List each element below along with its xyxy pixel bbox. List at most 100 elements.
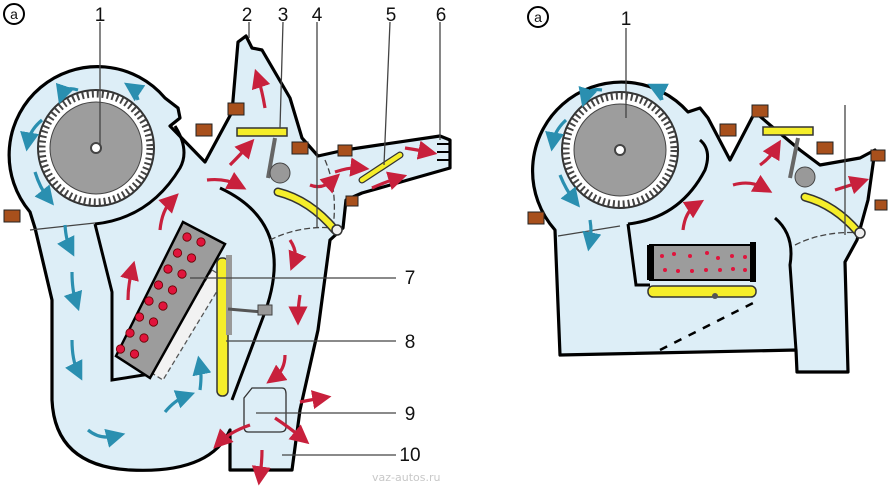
warm-air-arrow [759,139,781,167]
seal [816,141,834,155]
label-10: 10 [399,445,420,466]
cold-air-arrow [647,83,669,101]
warm-air-arrow [299,390,332,410]
warm-air-arrow [158,193,179,231]
cold-air-arrow [63,271,83,312]
flap-lever [266,137,277,179]
airflow-arrows [20,68,438,486]
label-1: 1 [621,9,632,30]
cold-air-arrow [57,224,75,257]
label-6: 6 [436,5,447,26]
label-7: 7 [405,268,416,289]
label-1: 1 [95,5,106,26]
warm-air-arrow [681,199,705,231]
heater-tube-dot [705,251,709,255]
defrost-flap [236,127,288,137]
seal [337,144,353,157]
cold-air-arrow [163,390,196,414]
heater-tube-dot [177,269,187,279]
heater-tube-dot [743,268,747,272]
heater-tube-dot [731,267,735,271]
fan-hub [90,142,102,154]
warm-air-arrow [206,171,247,190]
part-numbers: 1 2 3 4 5 6 7 8 9 10 [95,5,447,466]
flap-linkage [227,307,263,314]
seal [870,149,886,162]
chamber-wall [626,223,650,287]
flap-shaft [226,255,232,335]
flap-lever [788,137,800,179]
cold-air-arrow [192,355,212,391]
filter-line [29,222,96,231]
fan-hub [614,144,626,156]
airflow-arrows [545,83,870,252]
heater-tube-dot [660,254,664,258]
cold-air-arrow [558,174,580,208]
label-8: 8 [405,332,416,353]
warm-air-arrow [404,140,438,160]
right-heater-unit: a 1 [527,6,888,374]
heater-tube-dot [139,333,149,343]
heater-tube-dot [704,268,708,272]
warm-air-arrow [266,354,288,384]
label-9: 9 [405,404,416,425]
watermark: vaz-autos.ru [372,471,440,484]
heater-tube-dot [690,269,694,273]
heater-tube-dot [716,256,720,260]
warm-air-arrow [228,138,255,167]
heater-tube-dot [115,344,126,354]
seal [291,141,309,155]
heater-tube-dot [743,255,747,259]
cold-air-arrow [55,82,79,105]
partition-wall [773,216,798,351]
heater-tube-dot [134,312,145,322]
warm-air-arrow [334,157,370,177]
mix-flap [647,285,757,298]
label-2: 2 [242,5,253,26]
actuator [257,304,273,316]
heater-core-side [647,245,654,280]
warm-air-arrow [309,173,341,194]
heater-tube-dot [148,317,159,327]
heater-tubes [660,251,747,273]
heater-tube-dot [167,285,178,295]
scroll-inner-wall [94,125,186,226]
heater-tube-dot [163,264,173,274]
cold-air-arrow [20,118,44,152]
seal [527,211,545,225]
heater-tube-dot [125,328,135,338]
cold-air-arrow [545,118,568,152]
warm-air-arrow [251,449,271,486]
heater-tube-dot [129,349,140,359]
cold-air-arrow [65,339,83,381]
heater-core [649,244,755,281]
heater-tube-dot [158,301,168,311]
warm-air-arrow [213,423,251,449]
cold-air-arrow [582,219,602,252]
flap-pivot [269,162,291,184]
heater-tube-dot [172,248,183,258]
outlet-opening [243,387,287,433]
heater-tube-dot [718,268,722,272]
left-heater-unit: a 1 2 3 4 5 6 7 8 9 10 vaz-autos.ru [3,3,452,486]
heater-tubes [115,232,206,359]
flap-hinge [854,227,866,239]
cold-air-arrow [33,171,54,206]
heater-tube-dot [730,254,734,258]
leader-lines [625,28,846,235]
panel-marker-circle [3,3,25,25]
seal [874,199,888,211]
footwell-flap [275,189,338,233]
leader-lines [99,21,441,456]
flap-hinge [331,224,343,236]
warm-air-arrow [251,68,271,109]
heater-tube-dot [186,253,197,263]
warm-air-arrow [834,175,870,195]
heater-tube-dot [688,254,692,258]
cold-air-arrow [86,428,126,448]
heater-tube-dot [196,237,206,247]
defrost-flap [762,126,814,136]
warm-air-arrow [371,171,408,190]
seal [345,195,359,207]
